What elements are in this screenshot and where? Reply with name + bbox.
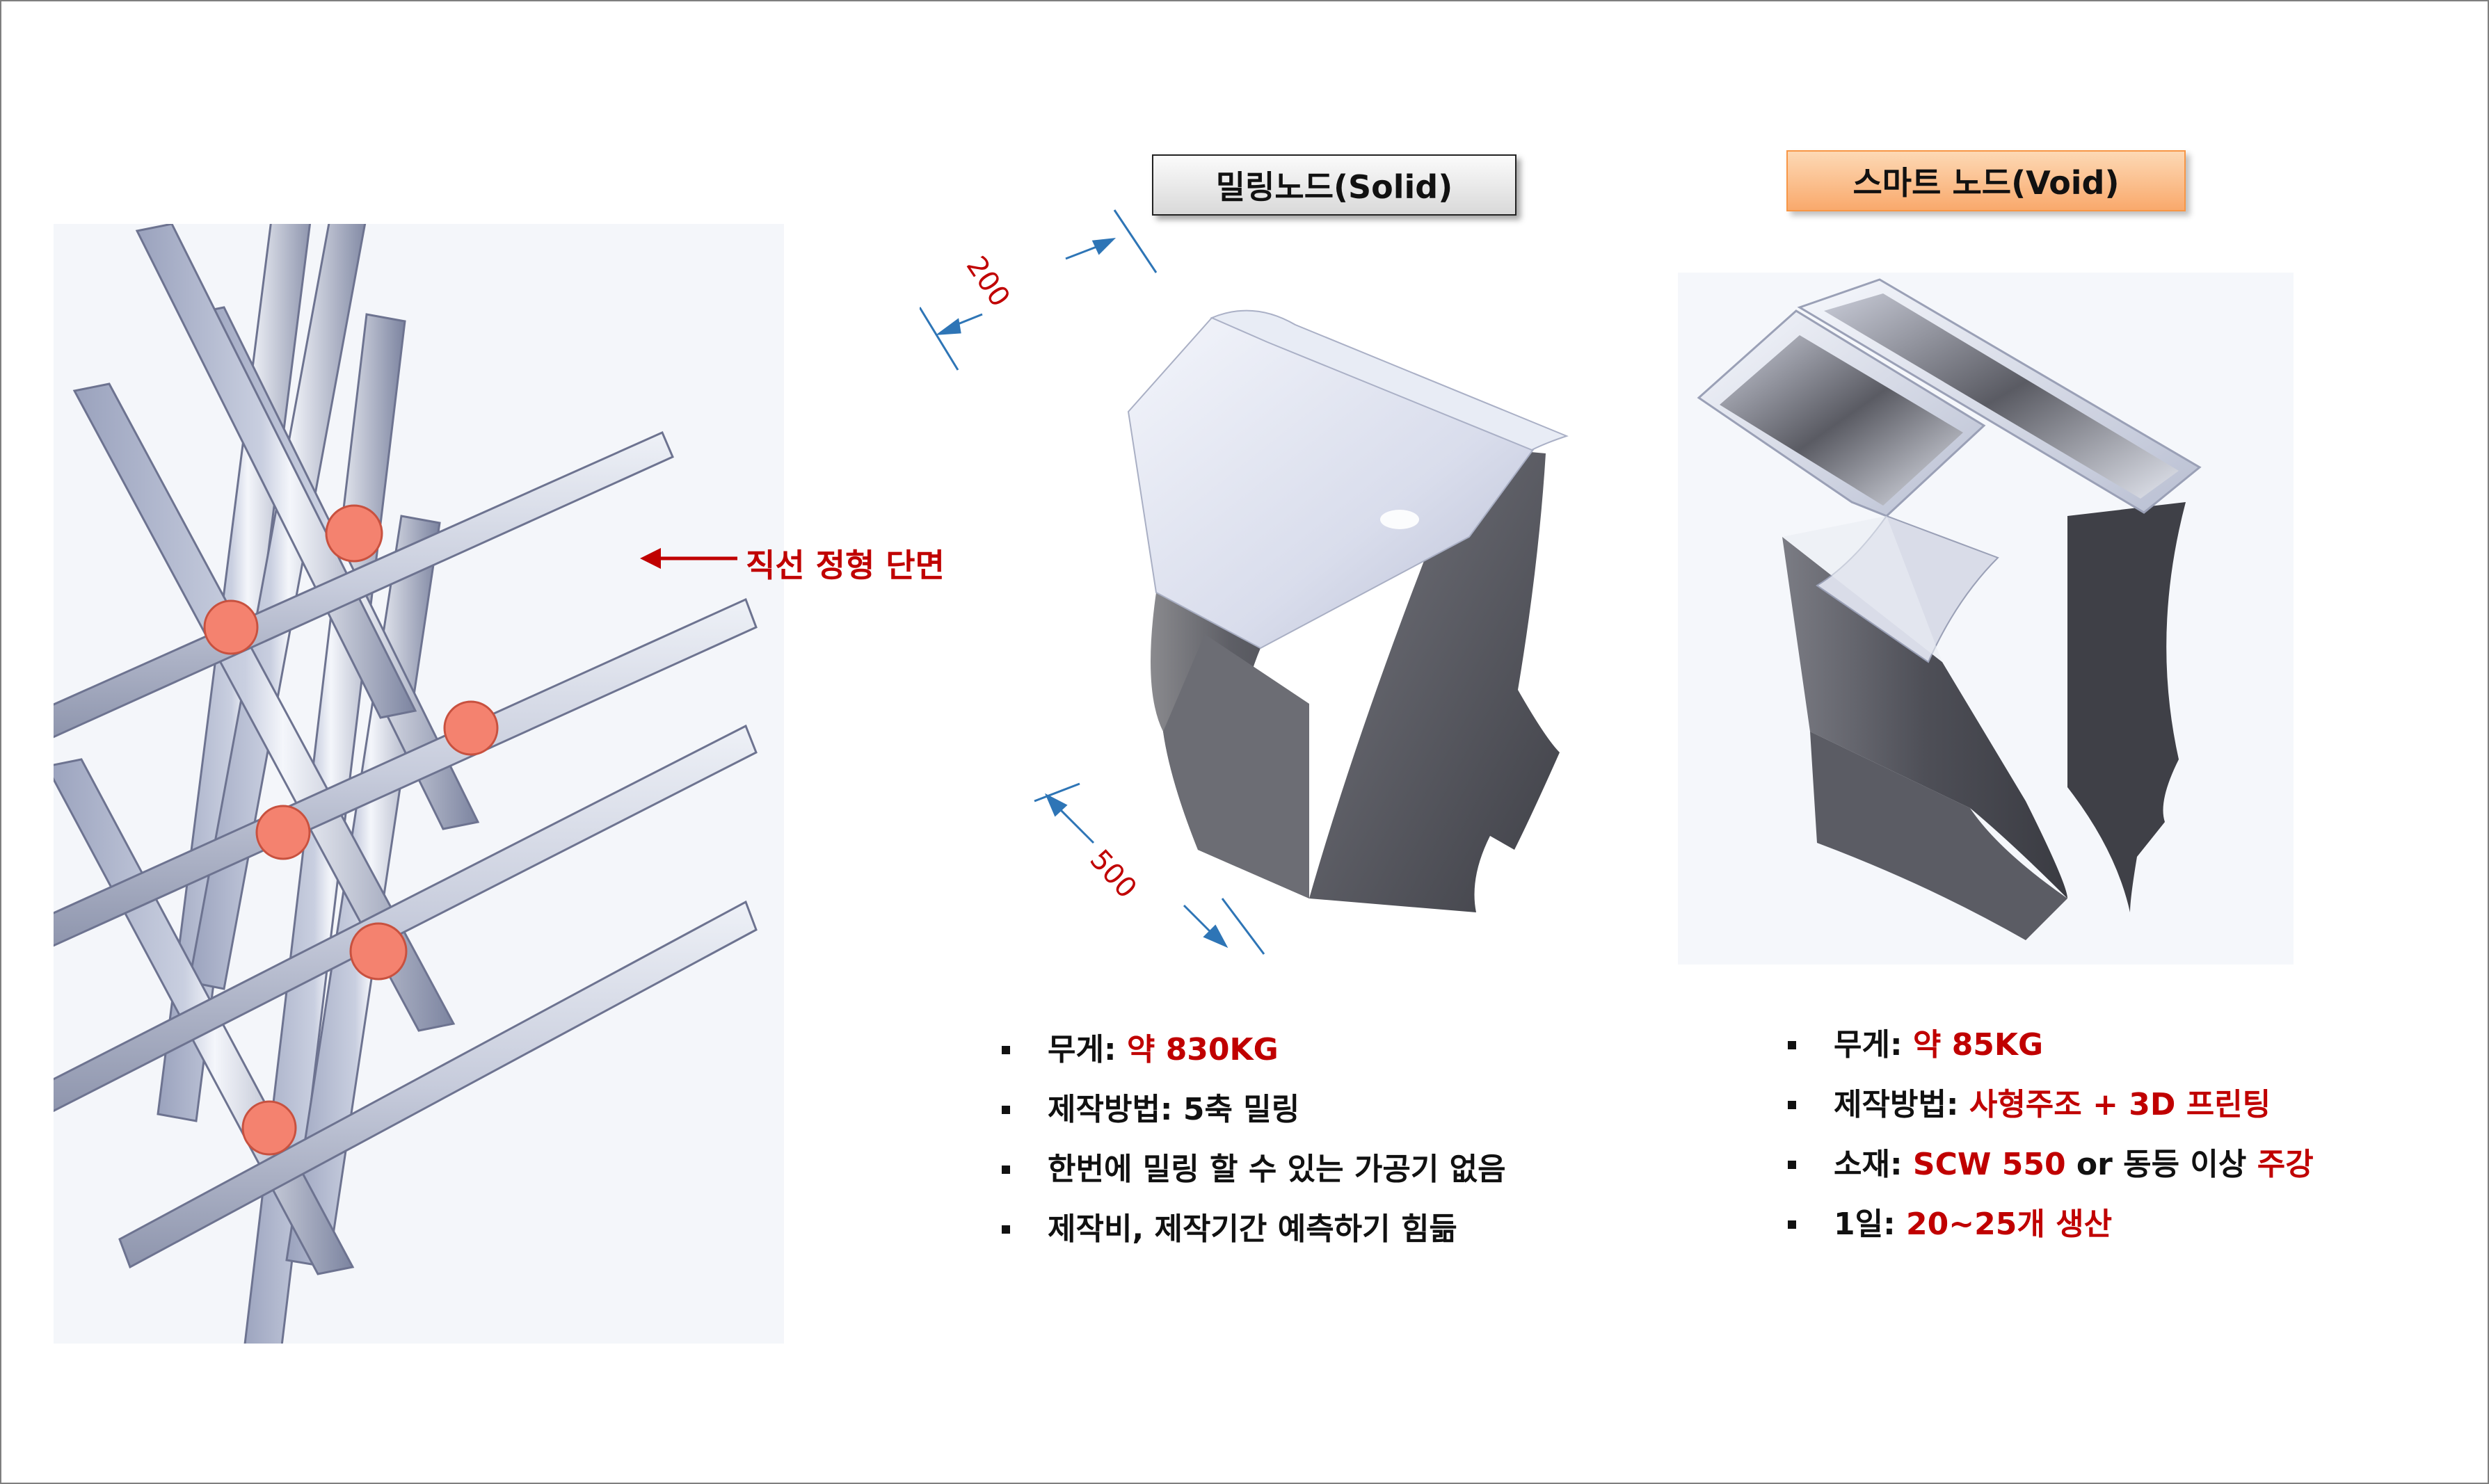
square-bullet-icon: [1002, 1106, 1010, 1114]
lattice-horizontal-members: [54, 431, 758, 1269]
milling-node-image: [920, 209, 1569, 955]
list-item: 1일: 20~25개 생산: [1788, 1195, 2314, 1255]
square-bullet-icon: [1002, 1166, 1010, 1174]
square-bullet-icon: [1002, 1046, 1010, 1054]
square-bullet-icon: [1788, 1161, 1796, 1169]
callout-label: 직선 정형 단면: [746, 547, 945, 584]
list-item: 제작방법: 사형주조 + 3D 프린팅: [1788, 1075, 2314, 1135]
arrow-left-icon: [640, 548, 737, 569]
smart-node-specs: 무게: 약 85KG 제작방법: 사형주조 + 3D 프린팅 소재: SCW 5…: [1788, 1015, 2314, 1255]
list-item: 무게: 약 830KG: [1002, 1020, 1506, 1080]
list-item: 제작비, 제작기간 예측하기 힘듦: [1002, 1200, 1506, 1259]
list-item: 제작방법: 5축 밀링: [1002, 1080, 1506, 1140]
list-item: 한번에 밀링 할 수 있는 가공기 없음: [1002, 1140, 1506, 1200]
square-bullet-icon: [1002, 1225, 1010, 1234]
smart-node-title: 스마트 노드(Void): [1786, 150, 2186, 211]
smart-node-image: [1697, 278, 2202, 940]
square-bullet-icon: [1788, 1101, 1796, 1109]
lattice-structure-image: [54, 224, 758, 1344]
list-item: 무게: 약 85KG: [1788, 1015, 2314, 1075]
milling-node-title: 밀링노드(Solid): [1152, 154, 1516, 216]
lattice-nodes: [203, 504, 499, 1156]
square-bullet-icon: [1788, 1220, 1796, 1229]
square-bullet-icon: [1788, 1041, 1796, 1049]
list-item: 소재: SCW 550 or 동등 이상 주강: [1788, 1135, 2314, 1195]
milling-node-specs: 무게: 약 830KG 제작방법: 5축 밀링 한번에 밀링 할 수 있는 가공…: [1002, 1020, 1506, 1259]
dimension-arrow-icon: [920, 209, 1265, 955]
